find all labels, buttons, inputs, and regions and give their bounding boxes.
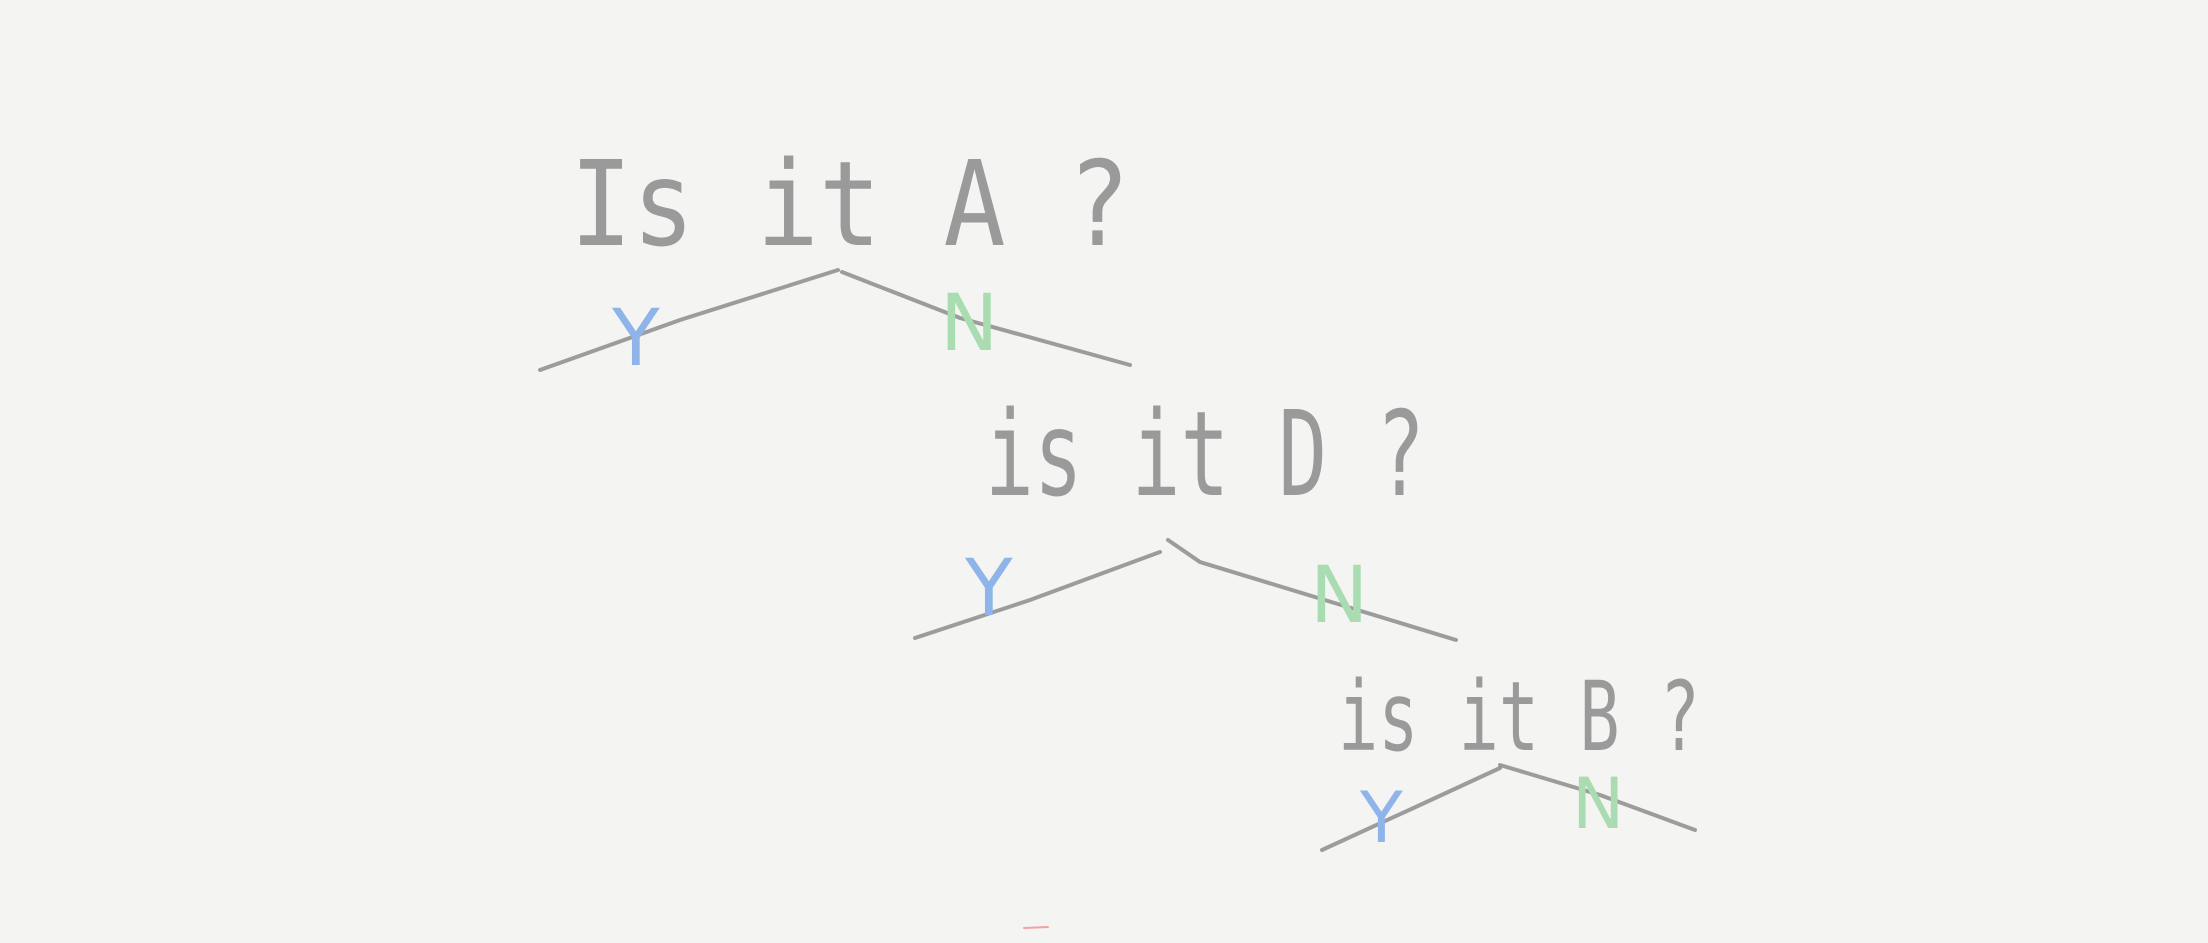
yes-label-3: Y: [1359, 777, 1403, 859]
decision-node-2: is it D ? Y N: [913, 385, 1458, 642]
no-label-3: N: [1572, 763, 1624, 845]
no-label-2: N: [1310, 551, 1368, 641]
no-branch-3: [1498, 763, 1697, 832]
yes-branch-1: [538, 268, 840, 372]
no-branch-1: [840, 270, 1132, 367]
decision-node-3: is it B ? Y N: [1320, 661, 1700, 859]
decision-node-1: Is it A ? Y N: [538, 135, 1132, 384]
question-2: is it D ?: [985, 385, 1425, 523]
yes-label-2: Y: [964, 544, 1013, 634]
yes-label-1: Y: [611, 294, 660, 384]
stray-mark: [1023, 926, 1049, 929]
question-3: is it B ?: [1338, 661, 1700, 773]
yes-branch-2: [913, 550, 1162, 640]
yes-branch-3: [1320, 766, 1502, 852]
no-branch-2: [1166, 538, 1458, 642]
no-label-1: N: [940, 279, 998, 369]
question-1: Is it A ?: [570, 135, 1130, 273]
